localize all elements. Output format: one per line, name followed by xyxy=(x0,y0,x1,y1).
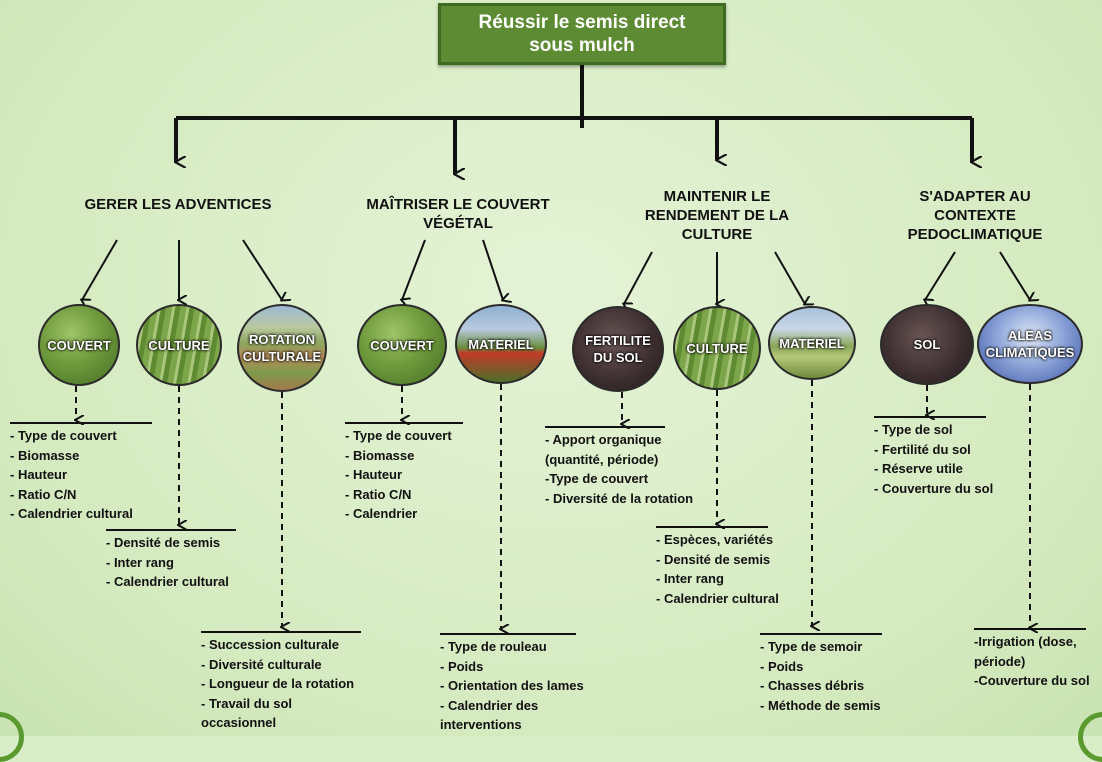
list-culture-2: - Espèces, variétés - Densité de semis -… xyxy=(656,526,779,608)
circle-culture-1: CULTURE xyxy=(136,304,222,386)
circle-materiel-2: MATERIEL xyxy=(768,306,856,380)
list-culture-1: - Densité de semis - Inter rang - Calend… xyxy=(106,529,236,592)
circle-materiel-1: MATERIEL xyxy=(455,304,547,384)
circle-culture-2: CULTURE xyxy=(673,306,761,390)
list-sol: - Type de sol - Fertilité du sol - Réser… xyxy=(874,416,993,498)
circle-couvert-2: COUVERT xyxy=(357,304,447,386)
title-line-1: Réussir le semis direct xyxy=(478,12,686,33)
list-couvert-2: - Type de couvert - Biomasse - Hauteur -… xyxy=(345,422,463,524)
list-couvert-1: - Type de couvert - Biomasse - Hauteur -… xyxy=(10,422,152,524)
circle-sol: SOL xyxy=(880,304,974,385)
title-line-2: sous mulch xyxy=(529,35,635,56)
list-materiel-2: - Type de semoir - Poids - Chasses débri… xyxy=(760,633,882,715)
circle-couvert-1: COUVERT xyxy=(38,304,120,386)
connector-lines xyxy=(0,65,1102,736)
list-rotation-culturale: - Succession culturale - Diversité cultu… xyxy=(201,631,361,733)
list-materiel-1: - Type de rouleau - Poids - Orientation … xyxy=(440,633,584,735)
list-fertilite-sol: - Apport organique (quantité, période) -… xyxy=(545,426,693,508)
heading-gerer-adventices: GERER LES ADVENTICES xyxy=(84,196,272,213)
list-aleas-climatiques: -Irrigation (dose, période) -Couverture … xyxy=(974,628,1090,691)
